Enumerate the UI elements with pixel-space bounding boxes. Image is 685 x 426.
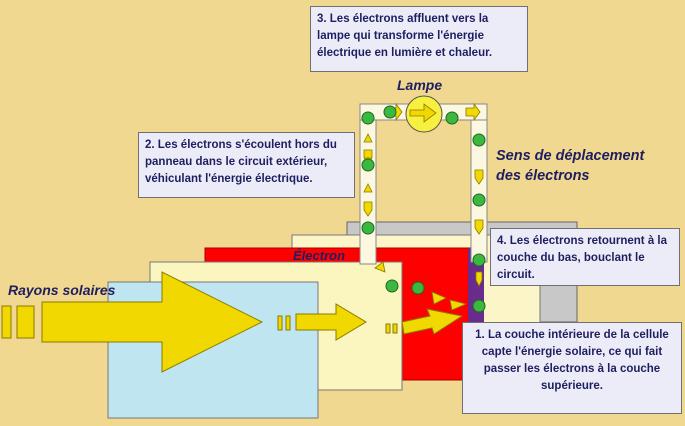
note-step3: 3. Les électrons affluent vers la lampe … (310, 6, 528, 72)
sun-rays-label: Rayons solaires (8, 282, 116, 298)
lamp-icon (405, 95, 443, 133)
electron-dot-icon (361, 105, 486, 313)
note-step1: 1. La couche intérieure de la cellule ca… (462, 322, 682, 414)
direction-label: Sens de déplacement des électrons (496, 148, 645, 184)
note-step2: 2. Les électrons s'écoulent hors du pann… (138, 132, 355, 198)
electron-label: Électron (293, 248, 346, 263)
note-step4: 4. Les électrons retournent à la couche … (490, 228, 680, 286)
lamp-label: Lampe (397, 77, 443, 93)
sun-ray-arrow-icon (1, 271, 464, 373)
